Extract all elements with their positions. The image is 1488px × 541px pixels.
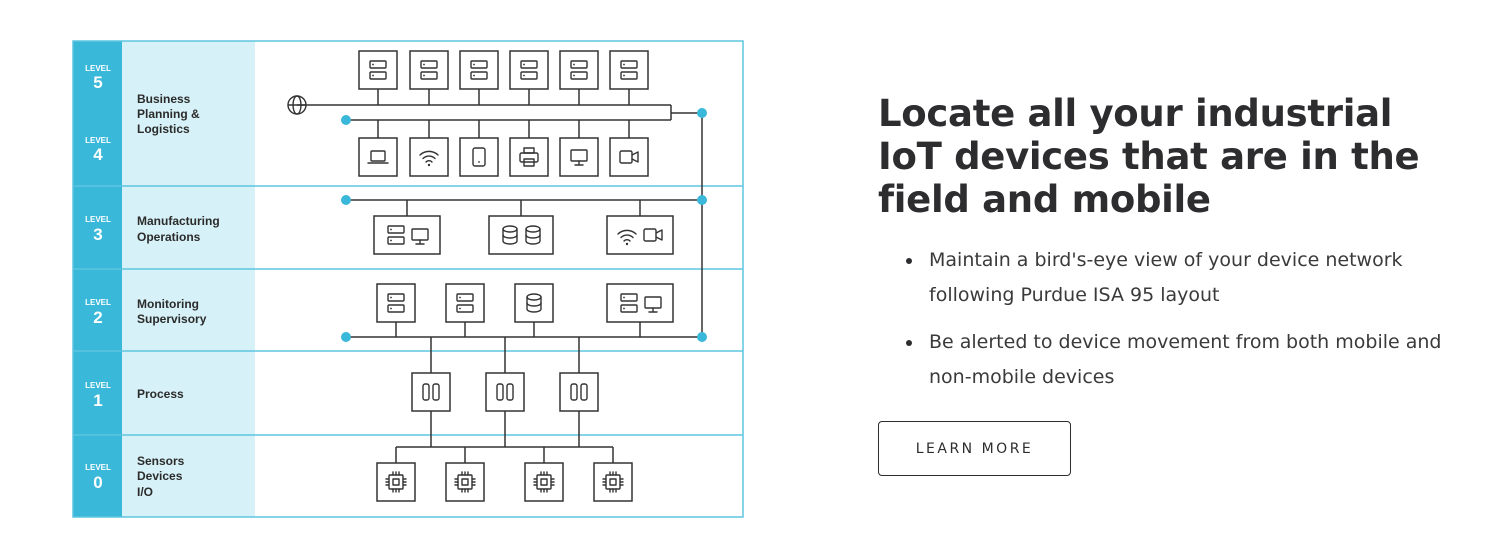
level-0-devices — [376, 462, 633, 502]
server-icon — [409, 50, 449, 90]
database-icon — [488, 215, 554, 255]
category-sensors: Sensors Devices I/O — [137, 454, 185, 499]
supervisory-bus — [346, 322, 702, 338]
chip-icon — [593, 462, 633, 502]
svg-text:Manufacturing: Manufacturing — [137, 214, 220, 228]
level-3-devices — [373, 215, 674, 255]
svg-text:Monitoring: Monitoring — [137, 297, 199, 311]
svg-text:LEVEL: LEVEL — [85, 381, 111, 390]
learn-more-button[interactable]: LEARN MORE — [878, 421, 1071, 476]
svg-text:LEVEL: LEVEL — [85, 298, 111, 307]
bullet-icon — [906, 340, 912, 346]
svg-text:Process: Process — [137, 387, 184, 401]
headline: Locate all your industrial IoT devices t… — [878, 92, 1420, 221]
chip-icon — [376, 462, 416, 502]
svg-text:I/O: I/O — [137, 485, 153, 499]
level-0-label: LEVEL 0 — [85, 463, 111, 492]
level-2-devices — [376, 283, 674, 323]
field-bus — [395, 411, 614, 463]
network-lines — [297, 89, 703, 463]
content-panel: Locate all your industrial IoT devices t… — [878, 0, 1458, 541]
svg-text:2: 2 — [93, 308, 102, 327]
level-1-devices — [411, 372, 599, 412]
svg-text:Business: Business — [137, 92, 191, 106]
server-monitor-icon — [373, 215, 441, 255]
server-icon — [445, 283, 485, 323]
svg-text:Operations: Operations — [137, 230, 201, 244]
level-column — [73, 41, 122, 517]
svg-text:LEVEL: LEVEL — [85, 463, 111, 472]
plc-icon — [559, 372, 599, 412]
globe-icon — [287, 95, 307, 115]
category-business: Business Planning & Logistics — [137, 92, 200, 136]
list-item: Be alerted to device movement from both … — [902, 325, 1442, 395]
server-icon — [559, 50, 599, 90]
svg-text:Sensors: Sensors — [137, 454, 185, 468]
category-process: Process — [137, 387, 184, 401]
camera-icon — [609, 137, 649, 177]
svg-text:4: 4 — [93, 145, 103, 164]
wifi-icon — [409, 137, 449, 177]
connection-dots — [341, 108, 707, 342]
level-5-devices — [358, 50, 649, 90]
level-5-label: LEVEL 5 — [85, 64, 111, 92]
level-3-label: LEVEL 3 — [85, 215, 111, 244]
svg-text:LEVEL: LEVEL — [85, 136, 111, 145]
svg-text:Logistics: Logistics — [137, 122, 190, 136]
bullet-text: Be alerted to device movement from both … — [929, 331, 1442, 388]
level-4-label: LEVEL 4 — [85, 136, 111, 164]
tablet-icon — [459, 137, 499, 177]
chip-icon — [524, 462, 564, 502]
svg-text:0: 0 — [93, 473, 102, 492]
operations-bus — [346, 199, 702, 216]
svg-text:1: 1 — [93, 391, 102, 410]
svg-text:LEVEL: LEVEL — [85, 64, 111, 73]
svg-text:3: 3 — [93, 225, 102, 244]
purdue-model-diagram: LEVEL 5 LEVEL 4 LEVEL 3 LEVEL 2 LEVEL 1 … — [72, 40, 744, 518]
printer-icon — [509, 137, 549, 177]
category-column — [122, 41, 255, 517]
list-item: Maintain a bird's-eye view of your devic… — [902, 243, 1442, 313]
category-monitoring: Monitoring Supervisory — [137, 297, 207, 326]
svg-text:Planning &: Planning & — [137, 107, 200, 121]
wifi-camera-icon — [606, 215, 674, 255]
laptop-icon — [358, 137, 398, 177]
server-icon — [376, 283, 416, 323]
bullet-icon — [906, 258, 912, 264]
svg-text:Devices: Devices — [137, 469, 183, 483]
plc-icon — [485, 372, 525, 412]
diagram-frame — [72, 40, 744, 518]
level-4-devices — [358, 137, 649, 177]
server-icon — [609, 50, 649, 90]
svg-text:LEVEL: LEVEL — [85, 215, 111, 224]
database-icon — [514, 283, 554, 323]
feature-list: Maintain a bird's-eye view of your devic… — [902, 243, 1442, 407]
chip-icon — [445, 462, 485, 502]
server-icon — [358, 50, 398, 90]
svg-text:Supervisory: Supervisory — [137, 312, 207, 326]
plc-icon — [411, 372, 451, 412]
server-icon — [509, 50, 549, 90]
server-icon — [459, 50, 499, 90]
bullet-text: Maintain a bird's-eye view of your devic… — [929, 249, 1403, 306]
category-manufacturing: Manufacturing Operations — [137, 214, 220, 244]
server-monitor-icon — [606, 283, 674, 323]
svg-text:5: 5 — [93, 73, 102, 92]
level-1-label: LEVEL 1 — [85, 381, 111, 410]
enterprise-bus — [297, 104, 702, 121]
level-2-label: LEVEL 2 — [85, 298, 111, 327]
row-separators — [73, 185, 743, 436]
monitor-icon — [559, 137, 599, 177]
